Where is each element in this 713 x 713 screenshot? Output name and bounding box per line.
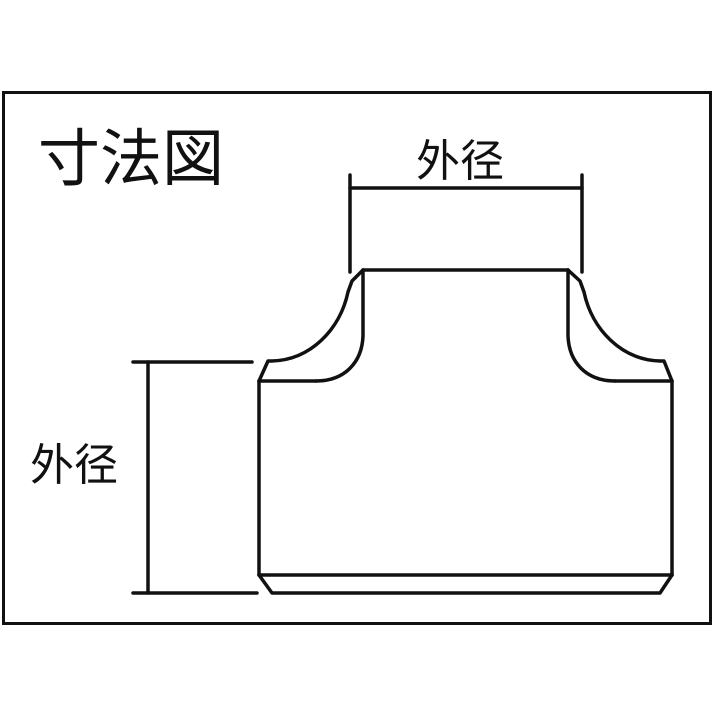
diagram-frame: [2, 91, 712, 625]
left-outer-diameter-label: 外径: [30, 440, 118, 491]
top-dimension-line: [348, 173, 584, 274]
tee-outline: [257, 268, 674, 595]
diagram-title: 寸法図: [38, 122, 225, 195]
left-dimension-line: [131, 360, 259, 595]
top-outer-diameter-label: 外径: [416, 136, 504, 187]
